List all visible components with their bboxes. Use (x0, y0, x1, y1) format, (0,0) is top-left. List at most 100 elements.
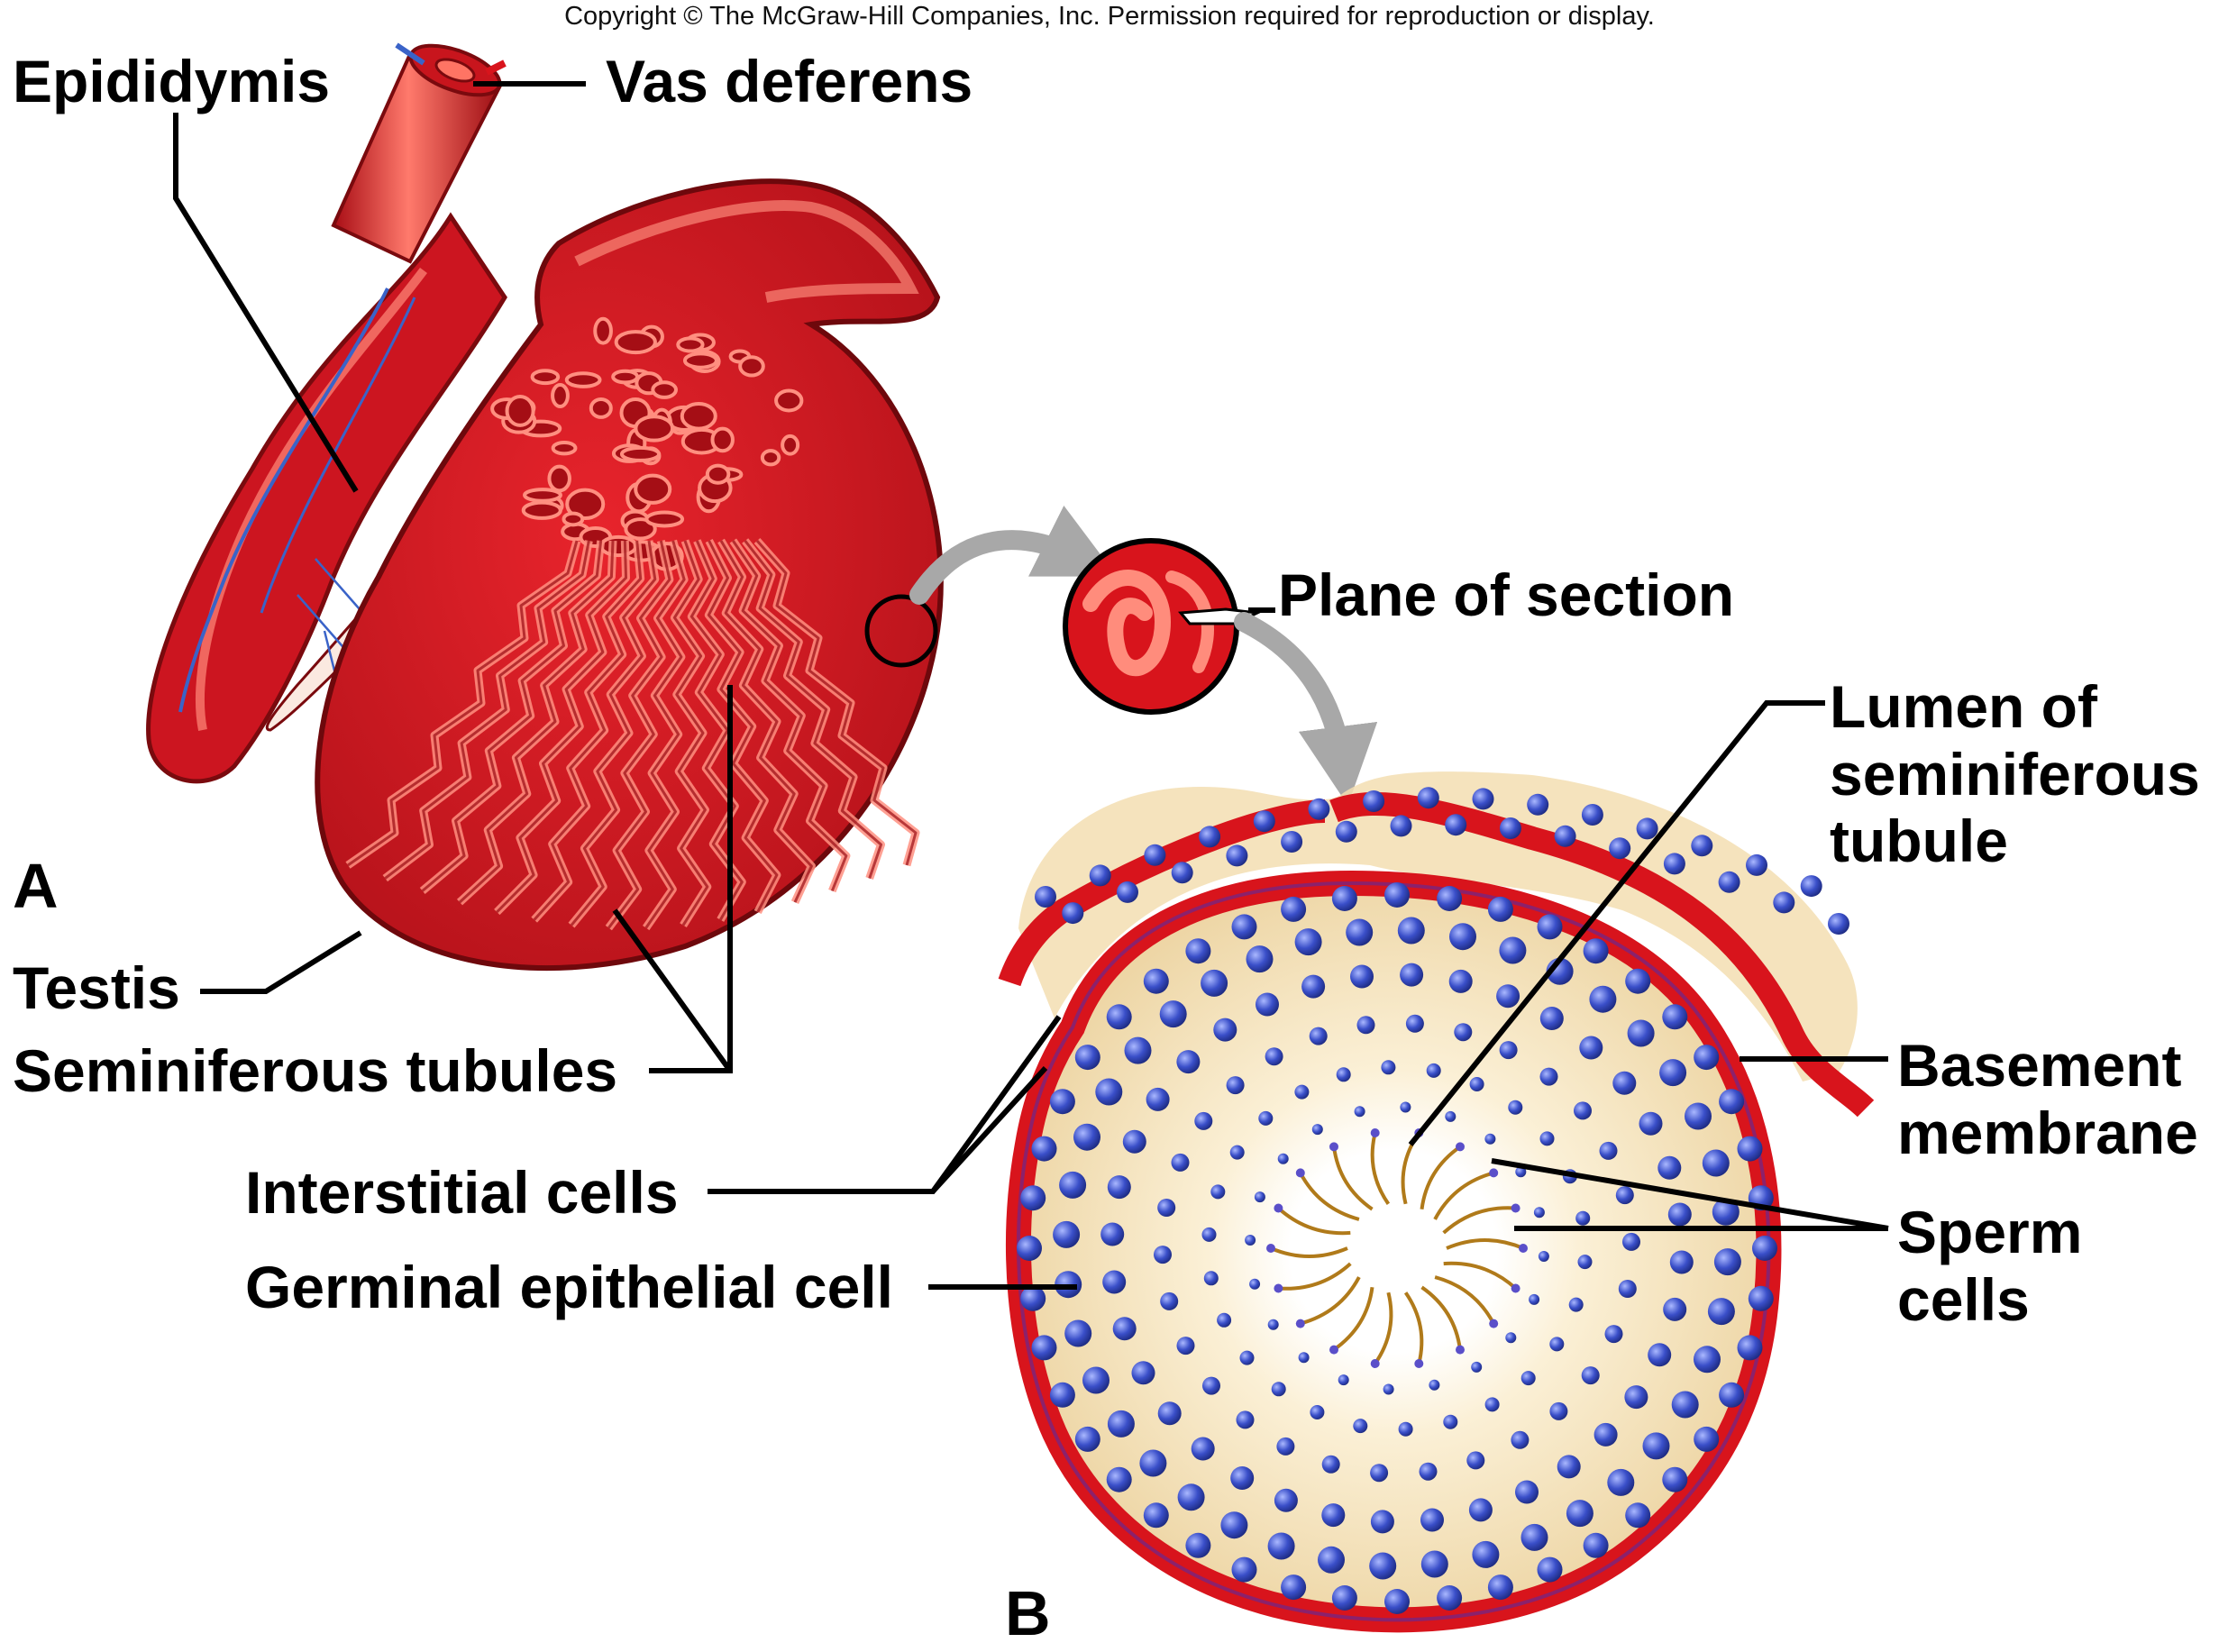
nucleus (1226, 1076, 1245, 1095)
nucleus (1499, 1041, 1518, 1060)
nucleus (1074, 1426, 1100, 1452)
sperm-tail (1420, 1145, 1462, 1209)
nucleus (1230, 1466, 1255, 1490)
nucleus (1267, 1319, 1279, 1330)
nucleus (1053, 1220, 1081, 1248)
nucleus (1294, 1084, 1310, 1100)
seminiferous-tubule-strands (345, 538, 920, 931)
nucleus (1254, 1191, 1265, 1203)
sperm-head (1274, 1283, 1283, 1293)
nucleus (1448, 969, 1473, 993)
nucleus (1537, 914, 1563, 940)
interstitial-nucleus (1691, 835, 1713, 857)
nucleus (1201, 1227, 1217, 1242)
nucleus (1017, 1236, 1042, 1261)
nucleus (1549, 1401, 1568, 1420)
sperm-head (1414, 1359, 1424, 1368)
nucleus (1549, 1337, 1565, 1352)
nucleus (1095, 1078, 1123, 1106)
sperm-tail (1299, 1172, 1360, 1221)
label-basement-membrane: Basement membrane (1897, 1032, 2198, 1166)
rete-opening (523, 488, 562, 503)
nucleus (1049, 1382, 1075, 1408)
nucleus (1583, 938, 1609, 964)
rete-opening (593, 316, 613, 345)
cell-nuclei (1017, 787, 1849, 1614)
nucleus (1405, 1014, 1424, 1033)
nucleus (1112, 1317, 1137, 1341)
nucleus (1102, 1270, 1127, 1294)
nucleus (1309, 1027, 1328, 1045)
rete-opening (530, 369, 561, 386)
nucleus (1384, 882, 1410, 908)
nucleus (1624, 1385, 1648, 1410)
nucleus (1487, 1574, 1513, 1601)
nucleus (1217, 1312, 1232, 1328)
label-sperm-cells: Sperm cells (1897, 1199, 2082, 1333)
label-epididymis: Epididymis (13, 48, 331, 114)
nucleus (1737, 1335, 1763, 1361)
rete-opening (705, 463, 731, 485)
interstitial-nucleus (1746, 853, 1767, 876)
tubule-strand-edge (458, 540, 615, 904)
nucleus (1625, 968, 1651, 994)
nucleus (1213, 1018, 1237, 1042)
rete-opening (682, 351, 718, 370)
rete-opening (598, 534, 638, 558)
interstitial-nucleus (1035, 886, 1056, 908)
nucleus (1662, 1004, 1688, 1030)
nucleus (1648, 1343, 1672, 1367)
nucleus (1331, 886, 1357, 911)
nucleus (1074, 1045, 1100, 1071)
interstitial-nucleus (1308, 798, 1330, 820)
nucleus (1239, 1350, 1255, 1365)
nucleus (1437, 1585, 1463, 1611)
tubule-strand-edge (732, 540, 848, 892)
nucleus (1131, 1361, 1155, 1385)
nucleus (1311, 1124, 1323, 1136)
nucleus (1719, 1382, 1745, 1408)
nucleus (1370, 1464, 1389, 1483)
nucleus (1346, 918, 1374, 946)
interstitial-nucleus (1144, 844, 1166, 866)
nucleus (1566, 1500, 1593, 1528)
nucleus (1171, 1153, 1190, 1172)
nucleus (1748, 1285, 1774, 1311)
label-testis: Testis (13, 954, 180, 1021)
label-interstitial-cells: Interstitial cells (245, 1159, 679, 1226)
nucleus (1231, 914, 1257, 940)
nucleus (1568, 1297, 1584, 1312)
sperm-head (1295, 1319, 1305, 1328)
tubule-strand-edge (607, 540, 671, 929)
panel-label-a: A (13, 851, 59, 921)
nucleus (1694, 1045, 1720, 1071)
rete-opening (738, 355, 765, 378)
nucleus (1185, 938, 1211, 964)
sperm-tail (1370, 1132, 1391, 1205)
rete-opening (680, 401, 717, 431)
interstitial-nucleus (1663, 853, 1685, 875)
sperm-tail (1278, 1262, 1352, 1291)
interstitial-nucleus (1527, 793, 1549, 816)
vas-deferens-tube (331, 42, 507, 264)
sperm-tail (1434, 1275, 1495, 1325)
interstitial-nucleus (1636, 817, 1658, 840)
interstitial-nucleus (1281, 831, 1303, 853)
nucleus (1484, 1133, 1496, 1145)
nucleus (1277, 1153, 1289, 1164)
interstitial-nucleus (1828, 913, 1849, 935)
nucleus (1505, 1332, 1517, 1344)
sperm-tail (1300, 1276, 1361, 1326)
label-lumen-line2: seminiferous (1830, 740, 2200, 808)
sperm-tail (1433, 1171, 1494, 1220)
nucleus (1529, 1293, 1540, 1305)
sperm-head (1329, 1345, 1338, 1355)
nucleus (1642, 1432, 1670, 1460)
label-sperm-line2: cells (1897, 1265, 2030, 1333)
nucleus (1437, 886, 1463, 911)
nucleus (1154, 1246, 1172, 1264)
nucleus (1671, 1391, 1699, 1419)
rete-opening (551, 383, 570, 409)
nucleus (1143, 1502, 1169, 1529)
interstitial-nucleus (1773, 891, 1795, 914)
